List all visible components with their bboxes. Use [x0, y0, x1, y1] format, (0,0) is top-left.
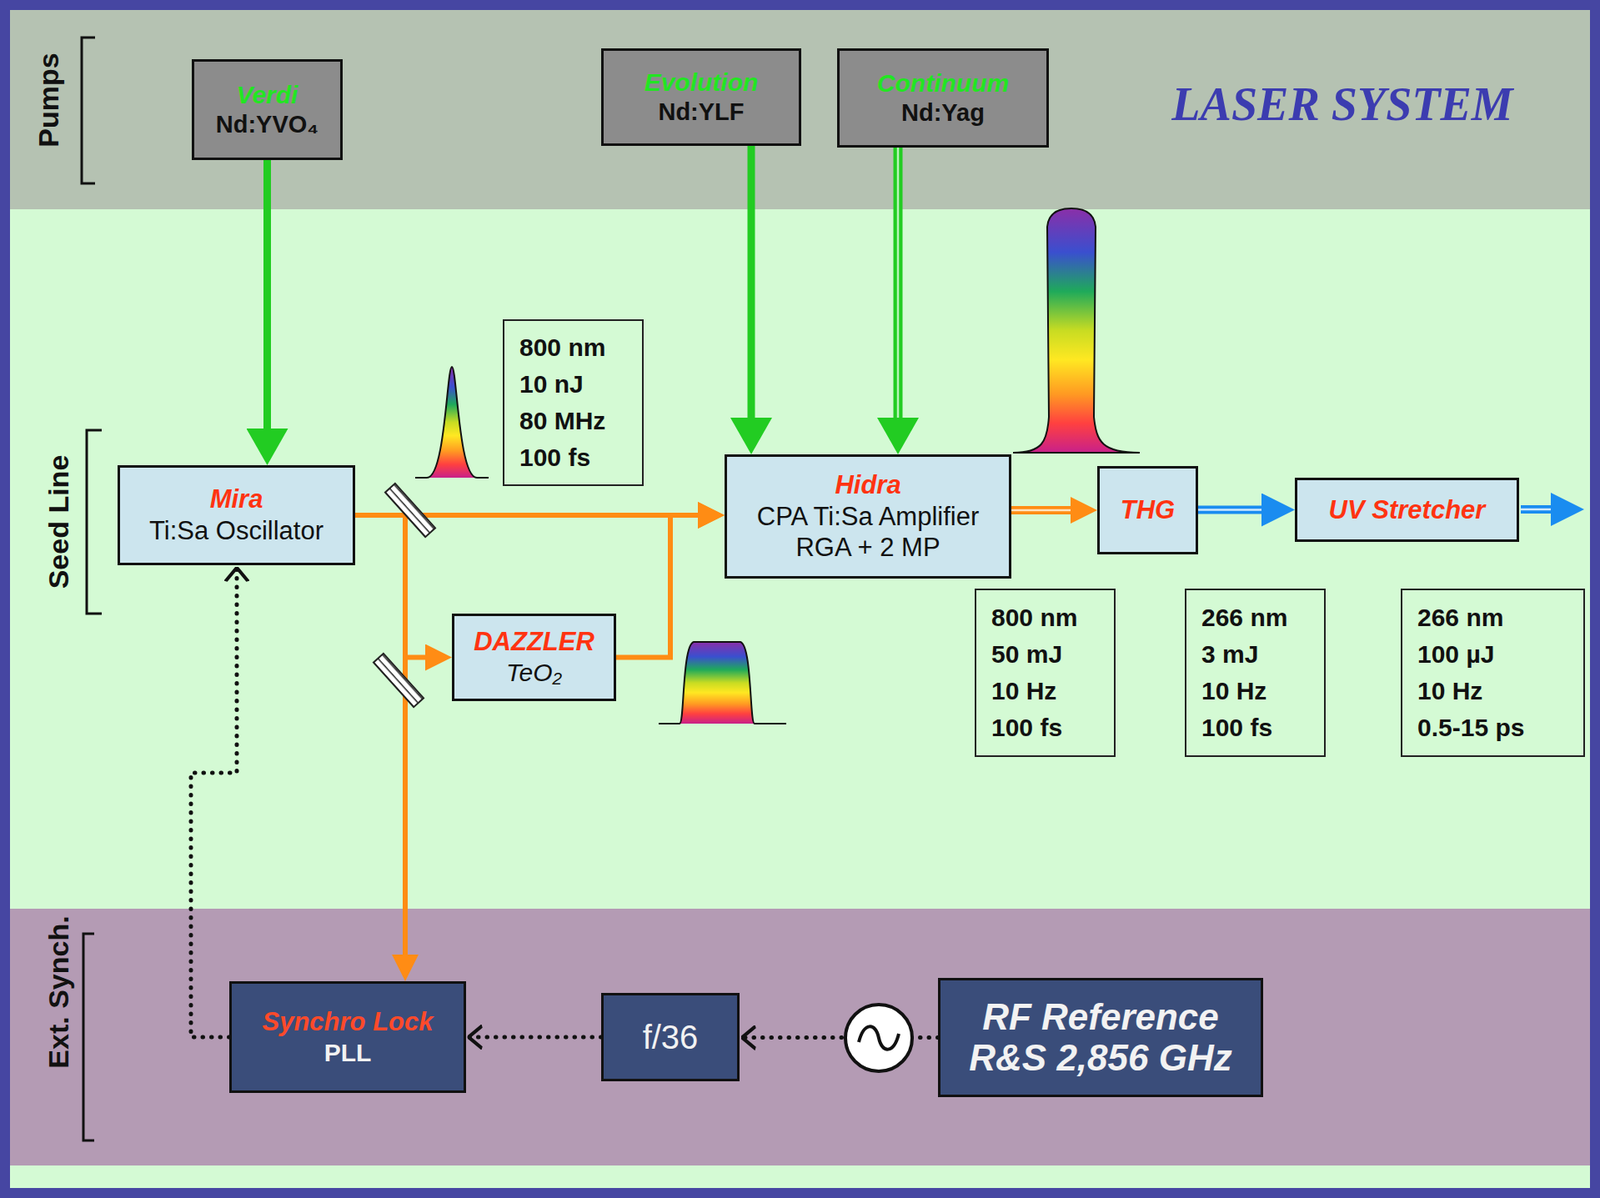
connector-line	[616, 515, 698, 658]
node-heading: RF Reference R&S 2,856 GHz	[948, 997, 1253, 1079]
node-heading: DAZZLER	[473, 626, 595, 658]
stretched-pulse	[658, 642, 787, 724]
rf-source-symbol	[845, 1004, 913, 1072]
node-text: PLL	[324, 1038, 372, 1069]
band-label: Pumps	[32, 52, 66, 147]
connector-line	[355, 515, 426, 658]
connector-line	[747, 145, 756, 418]
beam-path	[897, 147, 899, 418]
pumps-bracket	[81, 37, 96, 184]
connector-line	[355, 512, 698, 518]
connector-line	[467, 1035, 602, 1040]
connector-line	[1198, 506, 1262, 515]
connector-line	[893, 147, 903, 418]
beam-path	[1011, 510, 1071, 512]
node-text: CPA Ti:Sa Amplifier RGA + 2 MP	[735, 501, 1001, 565]
node-heading: 266 nm	[1201, 599, 1288, 637]
node-text: Nd:YVO₄	[215, 110, 319, 140]
sync-bracket	[83, 933, 95, 1141]
beam-path	[266, 160, 268, 429]
node-text: 50 mJ	[991, 636, 1063, 673]
divider-box: f/36	[601, 993, 740, 1082]
steering-mirror	[373, 653, 424, 708]
spec-box: 800 nm10 nJ80 MHz100 fs	[502, 319, 644, 487]
beam-path	[751, 145, 753, 418]
node-text: Ti:Sa Oscillator	[149, 515, 324, 547]
node-heading: 800 nm	[991, 599, 1078, 637]
connector-line	[263, 160, 271, 429]
node-text: 100 fs	[991, 709, 1063, 747]
node-text: 10 nJ	[519, 366, 584, 403]
spec-box: 800 nm50 mJ10 Hz100 fs	[974, 588, 1116, 758]
beam-path	[355, 515, 426, 658]
beam-splitter-mirror	[385, 483, 436, 537]
node-heading: 800 nm	[519, 329, 606, 367]
output-arrowhead	[1550, 492, 1585, 527]
node-text: 10 Hz	[991, 672, 1057, 710]
harmonic-box: THG	[1097, 466, 1199, 555]
node-text: 100 fs	[519, 439, 591, 477]
beam-path	[355, 515, 406, 955]
spec-box: 266 nm100 µJ10 Hz0.5-15 ps	[1400, 588, 1585, 758]
sync-band	[10, 908, 1590, 1166]
connector-line	[355, 515, 406, 955]
node-text: TeO₂	[506, 657, 562, 689]
connector-stripe	[897, 147, 900, 418]
node-heading: UV Stretcher	[1329, 494, 1486, 527]
output-beam	[1520, 505, 1553, 514]
node-text: Nd:Yag	[901, 98, 985, 128]
node-text: 3 mJ	[1201, 636, 1259, 673]
node-heading: Mira	[210, 483, 264, 516]
pump-laser-box: ContinuumNd:Yag	[837, 48, 1049, 148]
beam-path	[616, 515, 698, 658]
node-heading: THG	[1120, 494, 1175, 527]
band-label: Ext. Synch.	[42, 915, 76, 1069]
node-heading: Hidra	[834, 469, 901, 502]
node-heading: Synchro Lock	[262, 1006, 434, 1039]
diagram-title: LASER SYSTEM	[1171, 77, 1513, 131]
pump-laser-box: EvolutionNd:YLF	[601, 48, 802, 146]
connector-stripe	[1198, 508, 1262, 512]
pump-laser-box: VerdiNd:YVO₄	[191, 59, 343, 161]
connector-line	[741, 1035, 938, 1040]
node-text: 10 Hz	[1417, 672, 1483, 710]
seed-pulse	[415, 366, 489, 478]
sync-signal	[467, 1037, 602, 1039]
node-text: 0.5-15 ps	[1417, 709, 1525, 747]
node-text: 10 Hz	[1201, 672, 1267, 710]
node-heading: Verdi	[236, 80, 299, 111]
node-heading: Continuum	[877, 68, 1009, 100]
oscillator-box: MiraTi:Sa Oscillator	[117, 465, 356, 566]
sync-signal	[190, 566, 237, 1038]
pulse-shaper-box: DAZZLERTeO₂	[451, 613, 617, 702]
node-heading: f/36	[642, 1017, 699, 1059]
amplifier-box: HidraCPA Ti:Sa Amplifier RGA + 2 MP	[724, 454, 1012, 579]
seed-band	[10, 10, 1590, 1189]
seed-bracket	[86, 430, 102, 614]
output-beam-stripe	[1520, 508, 1553, 512]
node-heading: 266 nm	[1417, 599, 1504, 637]
beam-path	[355, 515, 698, 517]
pll-box: Synchro LockPLL	[229, 981, 467, 1094]
node-text: 100 µJ	[1417, 636, 1495, 673]
connector-line	[190, 566, 237, 1038]
pumps-band	[10, 10, 1590, 210]
connector-stripe	[1011, 509, 1071, 512]
amplified-pulse	[1013, 208, 1140, 453]
sync-signal	[741, 1037, 938, 1039]
beam-path	[1198, 509, 1262, 511]
connector-line	[1011, 506, 1071, 515]
node-heading: Evolution	[644, 67, 759, 99]
band-label: Seed Line	[42, 455, 76, 590]
node-text: 80 MHz	[519, 402, 606, 440]
spec-box: 266 nm3 mJ10 Hz100 fs	[1184, 588, 1326, 758]
stretcher-box: UV Stretcher	[1294, 477, 1520, 542]
rf-reference-box: RF Reference R&S 2,856 GHz	[937, 978, 1264, 1098]
node-text: 100 fs	[1201, 709, 1273, 747]
node-text: Nd:YLF	[657, 97, 744, 127]
